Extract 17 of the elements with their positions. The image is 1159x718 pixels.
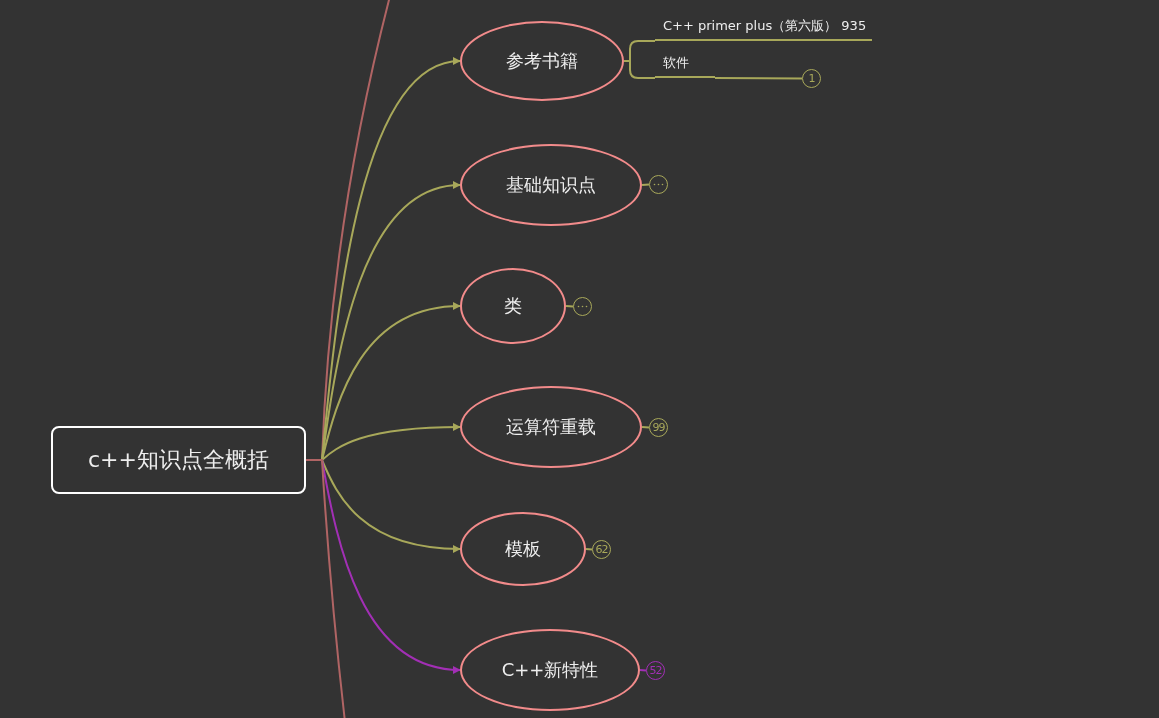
topic-ellipse: 模板 — [460, 512, 586, 586]
connector-line — [565, 305, 574, 308]
connector-line — [641, 426, 650, 429]
connector-line — [641, 183, 650, 186]
subtopic-text: 软件 — [655, 50, 715, 78]
topic-ellipse: 参考书籍 — [460, 21, 624, 101]
topic-ellipse: 运算符重载 — [460, 386, 642, 468]
topic-ellipse: 类 — [460, 268, 566, 344]
topic-ellipse: 基础知识点 — [460, 144, 642, 226]
branch-line — [305, 459, 346, 718]
connector-line — [585, 548, 593, 551]
topic-ellipse: C++新特性 — [460, 629, 640, 711]
connector-line — [639, 669, 647, 672]
connector-line — [714, 77, 803, 80]
central-topic-box: c++知识点全概括 — [51, 426, 306, 494]
connector-line — [623, 60, 656, 79]
subtopic-text: C++ primer plus（第六版） 935 — [655, 13, 872, 41]
